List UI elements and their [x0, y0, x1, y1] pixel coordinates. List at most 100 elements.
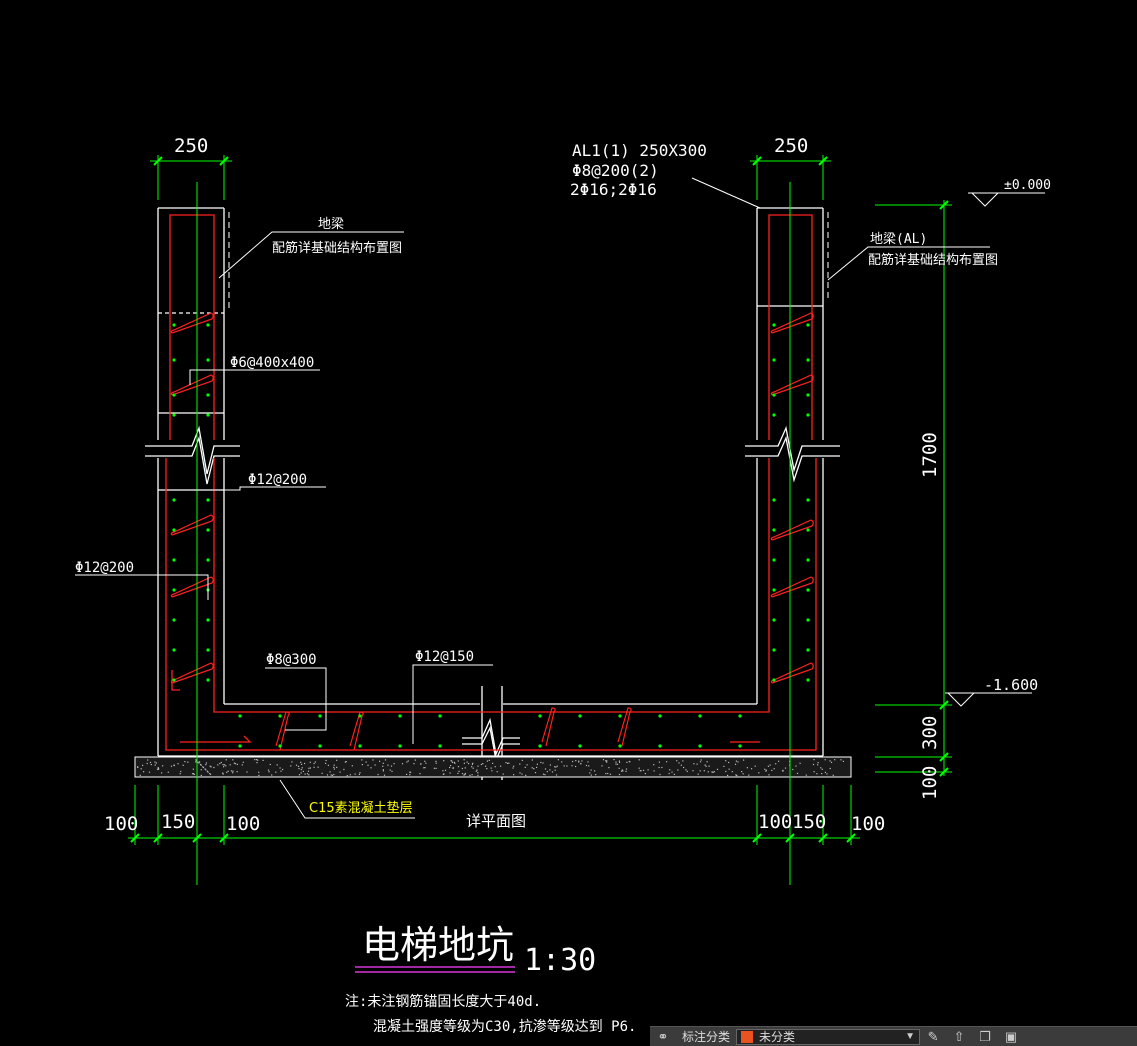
hatch-dot	[423, 767, 425, 769]
hatch-dot	[463, 762, 465, 764]
hatch-dot	[142, 764, 144, 766]
hatch-dot	[435, 762, 437, 764]
hatch-dot	[673, 773, 675, 775]
hatch-dot	[605, 760, 607, 762]
copy-icon[interactable]: ❐	[979, 1028, 991, 1044]
rebar-dot	[806, 678, 810, 682]
hatch-dot	[711, 771, 713, 773]
hatch-dot	[451, 760, 453, 762]
hatch-dot	[147, 759, 149, 761]
hatch-dot	[298, 768, 300, 770]
hatch-dot	[742, 773, 744, 775]
hatch-dot	[477, 774, 479, 776]
rebar-dot	[578, 744, 582, 748]
hatch-dot	[191, 773, 194, 775]
hatch-dot	[309, 761, 311, 763]
tie-bar	[770, 312, 814, 334]
hatch-dot	[442, 770, 444, 772]
hatch-dot	[486, 760, 488, 762]
tie-bar	[770, 374, 814, 396]
elevation-texts: ±0.000 -1.600	[984, 178, 1051, 694]
axis-lines	[196, 182, 791, 885]
hatch-dot	[817, 762, 819, 764]
hatch-dot	[413, 763, 415, 765]
rebar-dot	[172, 498, 176, 502]
hatch-dot	[182, 764, 184, 766]
hatch-dot	[707, 771, 709, 773]
hatch-dot	[544, 768, 547, 770]
hatch-dot	[475, 770, 477, 772]
hatch-dot	[279, 767, 281, 769]
hatch-dot	[326, 774, 329, 776]
hatch-dot	[304, 762, 306, 765]
hatch-dot	[607, 772, 609, 775]
rebar-dots	[172, 323, 810, 748]
hatch-dot	[307, 770, 310, 772]
hatch-dot	[533, 768, 535, 770]
hatch-dot	[685, 769, 687, 771]
hatch-dot	[639, 770, 641, 772]
hatch-dot	[602, 759, 605, 761]
link-icon[interactable]: ⚭	[657, 1028, 669, 1044]
hatch-dot	[170, 765, 173, 767]
hatch-dot	[758, 772, 760, 774]
arrow-up-icon[interactable]: ⇧	[953, 1028, 965, 1044]
hatch-dot	[210, 766, 212, 768]
hatch-dot	[180, 770, 182, 773]
hatch-dot	[471, 774, 473, 776]
hatch-dot	[258, 771, 260, 773]
hatch-dot	[300, 769, 302, 771]
hatch-dot	[205, 762, 207, 764]
rebar-dot	[618, 714, 622, 718]
hatch-dot	[540, 761, 542, 764]
al1-line2: Φ8@200(2)	[572, 161, 659, 180]
hatch-dot	[640, 770, 642, 772]
hatch-dot	[223, 766, 225, 768]
hatch-dot	[578, 761, 580, 763]
hatch-dot	[157, 767, 159, 769]
hatch-dot	[291, 761, 293, 763]
hatch-dot	[227, 770, 229, 772]
plan-ref-label: 详平面图	[466, 812, 526, 830]
hatch-dot	[359, 772, 361, 774]
hatch-dot	[796, 772, 799, 774]
beam-left-note: 配筋详基础结构布置图	[272, 240, 402, 256]
hatch-dot	[580, 763, 582, 765]
hatch-dot	[476, 769, 478, 771]
hatch-dot	[706, 761, 708, 763]
hatch-dot	[751, 768, 753, 770]
rebar-dot	[538, 714, 542, 718]
rebar-dot	[206, 528, 210, 532]
drawing-title: 电梯地坑	[362, 923, 514, 967]
hatch-dot	[682, 760, 684, 762]
hatch-dot	[765, 770, 767, 772]
rebar-dot	[772, 588, 776, 592]
slab-dist-label: Φ8@300	[266, 652, 317, 668]
hatch-dot	[561, 761, 563, 763]
hatch-dot	[555, 766, 557, 768]
hatch-dot	[621, 769, 623, 771]
hatch-dot	[680, 764, 682, 766]
annotation-toolbar: ⚭ 标注分类 未分类 ▼ ✎ ⇧ ❐ ▣	[650, 1026, 1137, 1046]
hatch-dot	[346, 775, 348, 777]
rebar-dot	[318, 744, 322, 748]
hatch-dot	[297, 765, 300, 767]
hatch-dot	[256, 762, 258, 764]
hatch-dot	[302, 770, 304, 772]
hatch-dot	[424, 767, 426, 769]
hatch-dot	[219, 762, 221, 765]
save-icon[interactable]: ▣	[1004, 1028, 1018, 1044]
edit-icon[interactable]: ✎	[927, 1028, 939, 1044]
hatch-dot	[262, 759, 264, 761]
rebar-dot	[206, 413, 210, 417]
rebar-dot	[806, 558, 810, 562]
hatch-dot	[486, 768, 488, 770]
hatch-dot	[333, 766, 335, 768]
hatch-dot	[236, 763, 238, 765]
hatch-dot	[589, 772, 591, 774]
dim-bottom-left-3: 100	[226, 813, 260, 835]
hatch-dot	[242, 761, 244, 763]
hatch-dot	[223, 764, 226, 766]
hatch-dot	[282, 768, 284, 771]
category-select[interactable]: 未分类 ▼	[736, 1028, 921, 1045]
